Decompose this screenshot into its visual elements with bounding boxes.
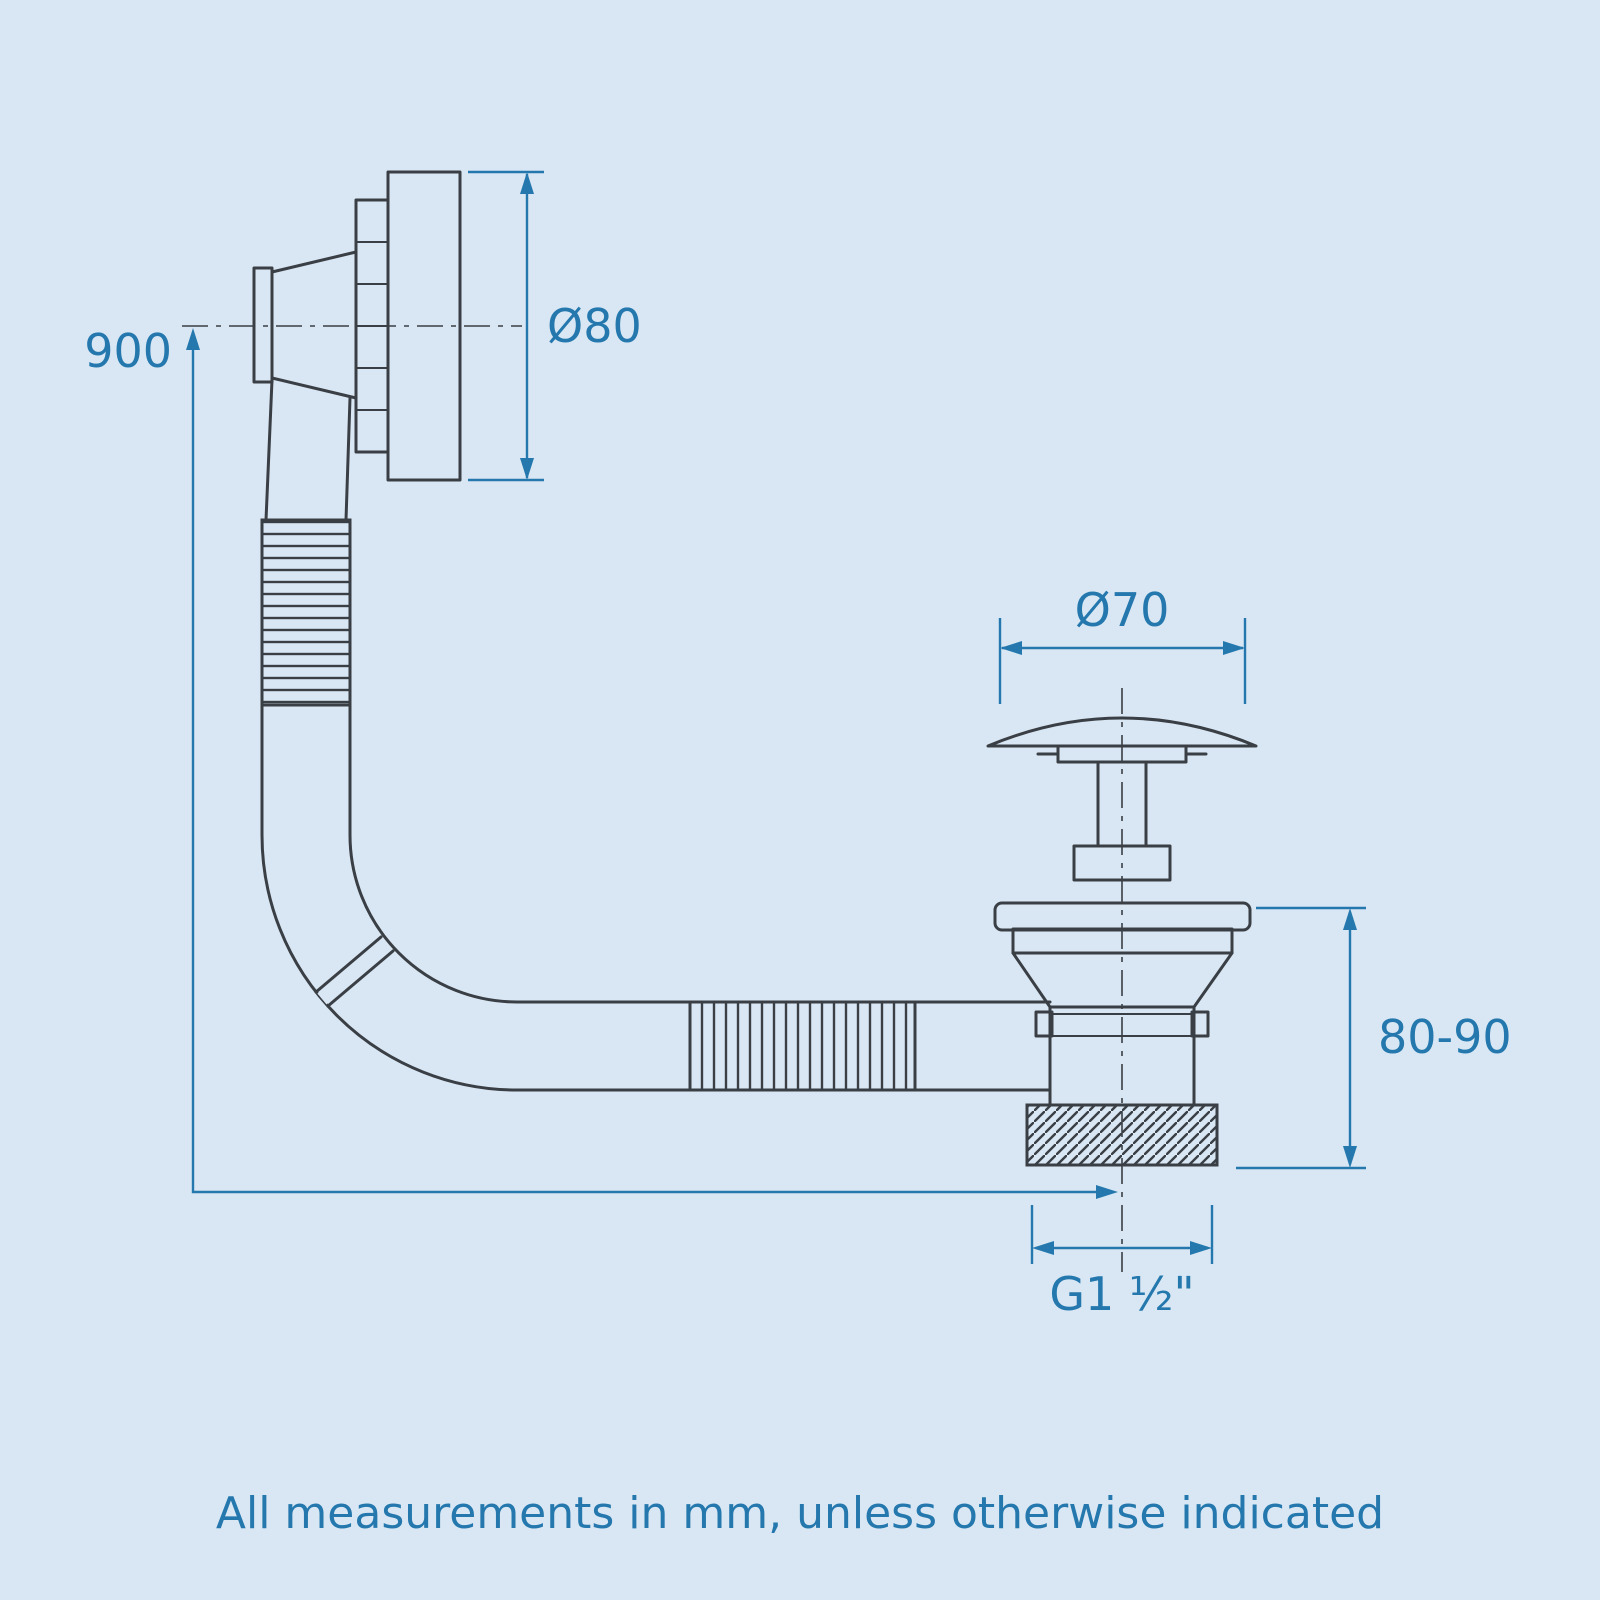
dim-label-d70: Ø70: [1075, 583, 1170, 637]
arrow-left-icon: [1000, 641, 1022, 655]
hose-corrugation-vertical: [260, 518, 352, 707]
center-lines: [182, 325, 1123, 1272]
waste-collar-tab-left: [1034, 1010, 1054, 1038]
arrow-up-icon: [1343, 908, 1357, 930]
arrow-right-icon: [1096, 1185, 1118, 1199]
overflow-body: [270, 250, 358, 400]
ext-lines-d80: [468, 170, 544, 482]
overflow-fitting: [252, 170, 462, 522]
knurl-lines: [356, 241, 388, 411]
popup-plug: [986, 716, 1258, 882]
dim-label-thread: G1 ½": [1049, 1267, 1194, 1321]
dim-label-8090: 80-90: [1378, 1010, 1512, 1064]
hose-straight-horizontal-right: [913, 1000, 1052, 1092]
ext-lines-d70: [998, 618, 1247, 704]
ext-lines-thread: [1030, 1205, 1214, 1264]
waste-collar-tab-right: [1190, 1010, 1210, 1038]
dimension-overflow-height: 900: [84, 324, 1118, 1199]
arrow-left-icon: [1032, 1241, 1054, 1255]
hose-bend-outer: [260, 833, 519, 1092]
hose-bend-inner: [348, 833, 519, 1004]
arrow-down-icon: [520, 458, 534, 480]
plug-dome-cap: [986, 716, 1258, 748]
arrow-right-icon: [1223, 641, 1245, 655]
arrow-down-icon: [1343, 1146, 1357, 1168]
hose-break-lines: [314, 935, 395, 1008]
waste-flange-lower: [1011, 927, 1234, 955]
hose-corrugation-horizontal: [688, 1000, 917, 1092]
waste-collar-lines: [1050, 1013, 1194, 1037]
dimension-waste-height: 80-90: [1236, 906, 1512, 1170]
ext-lines-8090: [1236, 906, 1366, 1170]
dimension-plug-diameter: Ø70: [998, 583, 1247, 704]
plug-foot: [1072, 844, 1172, 882]
dim-line-900: [191, 334, 1112, 1194]
overflow-outlet-pipe: [264, 378, 352, 522]
flexible-hose: [260, 518, 1052, 1092]
dimension-overflow-diameter: Ø80: [468, 170, 642, 482]
overflow-end-cap: [252, 266, 274, 384]
hose-straight-horizontal-left: [515, 1000, 692, 1092]
dimension-thread-size: G1 ½": [1030, 1205, 1214, 1321]
hose-break-gap: [317, 938, 392, 1005]
dim-label-d80: Ø80: [547, 299, 642, 353]
hose-straight-vertical: [260, 703, 352, 837]
waste-thread: [1025, 1103, 1219, 1167]
waste-body-sides: [1048, 1005, 1196, 1107]
arrow-up-icon: [186, 328, 200, 350]
arrow-right-icon: [1190, 1241, 1212, 1255]
arrow-up-icon: [520, 172, 534, 194]
waste-taper: [1011, 951, 1234, 1009]
waste-fitting: [993, 901, 1252, 1167]
footer-note: All measurements in mm, unless otherwise…: [216, 1488, 1384, 1539]
dim-label-900: 900: [84, 324, 172, 378]
